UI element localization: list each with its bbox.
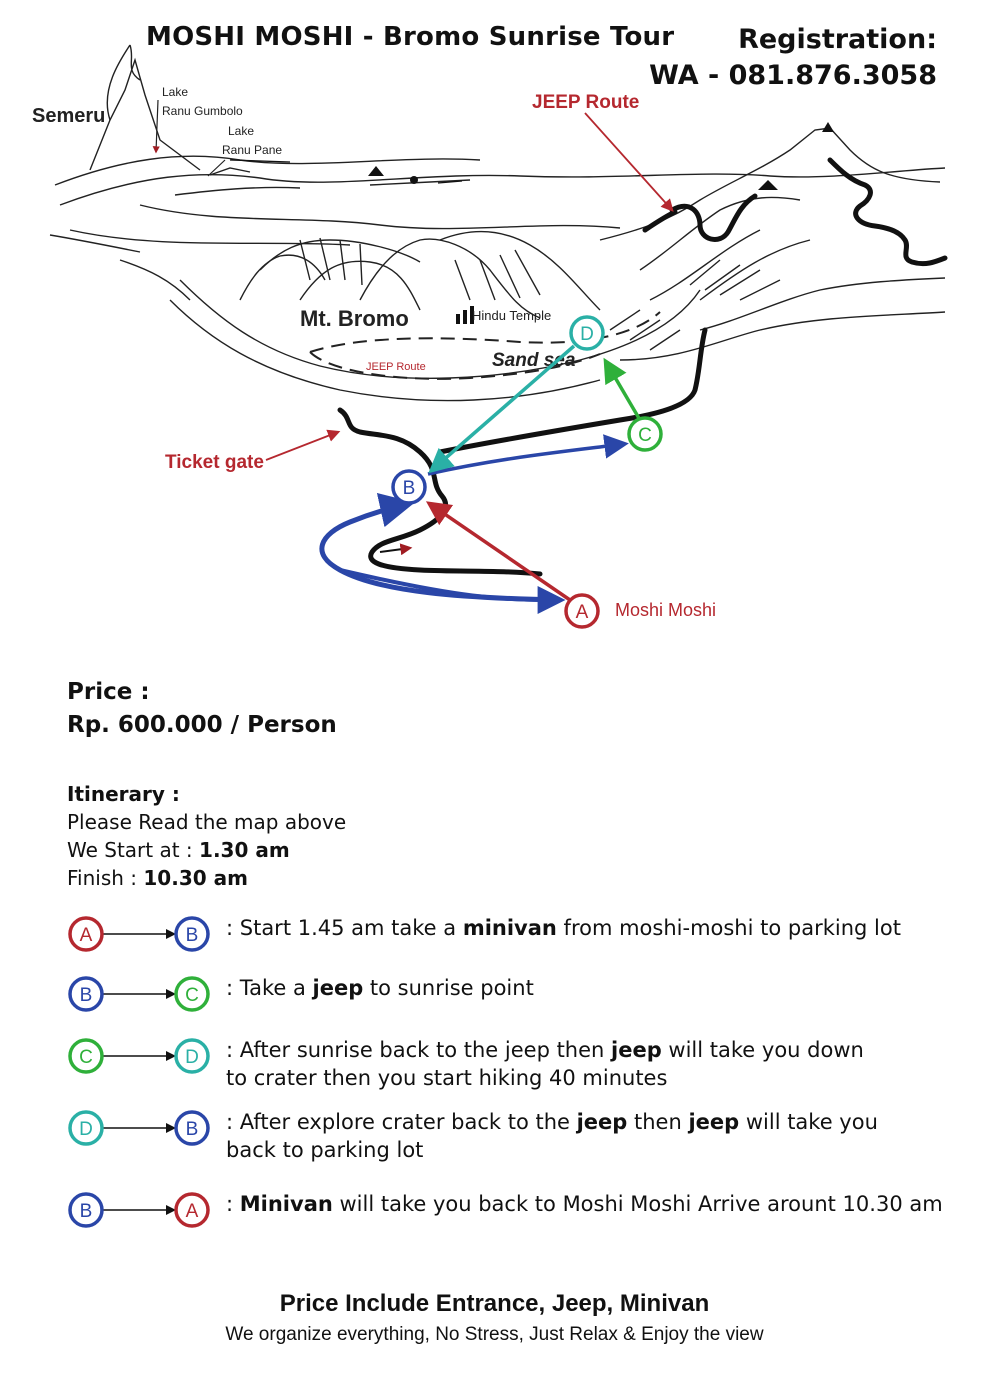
label-sand-sea: Sand sea xyxy=(492,350,576,371)
svg-text:C: C xyxy=(185,985,199,1006)
svg-text:B: B xyxy=(403,478,416,499)
itinerary-heading: Itinerary : xyxy=(67,782,180,806)
svg-text:D: D xyxy=(580,324,594,345)
label-lake-2: Lake xyxy=(228,124,254,138)
road-arrow xyxy=(379,543,413,556)
shelter-icons xyxy=(368,122,834,190)
registration-label: Registration: xyxy=(738,24,937,55)
price-label: Price : xyxy=(67,679,150,705)
svg-text:A: A xyxy=(576,602,589,623)
bromo-route-map: Semeru Lake Ranu Gumbolo Lake Ranu Pane … xyxy=(32,44,948,629)
tagline: We organize everything, No Stress, Just … xyxy=(225,1324,764,1345)
label-jeep-route-top: JEEP Route xyxy=(532,92,639,113)
route-point-c: C xyxy=(627,416,663,452)
route-point-b: B xyxy=(391,469,427,505)
registration-contact: WA - 081.876.3058 xyxy=(649,60,937,91)
itinerary-start: We Start at : 1.30 am xyxy=(67,838,290,862)
svg-text:B: B xyxy=(186,925,199,946)
label-ranu-gumbolo: Ranu Gumbolo xyxy=(162,104,243,118)
itinerary-block: Itinerary : Please Read the map above We… xyxy=(67,780,346,892)
road-sketch xyxy=(337,157,948,577)
itinerary-finish: Finish : 10.30 am xyxy=(67,866,248,890)
temple-icon xyxy=(456,306,474,324)
label-ticket-gate: Ticket gate xyxy=(165,452,264,473)
svg-text:C: C xyxy=(638,425,652,446)
route-green-c-d xyxy=(603,357,642,421)
svg-text:D: D xyxy=(185,1047,199,1068)
svg-text:B: B xyxy=(80,985,93,1006)
label-moshi-moshi: Moshi Moshi xyxy=(615,600,716,620)
finish-time: 10.30 am xyxy=(143,866,248,890)
svg-text:B: B xyxy=(80,1201,93,1222)
svg-text:A: A xyxy=(80,925,93,946)
page-title: MOSHI MOSHI - Bromo Sunrise Tour xyxy=(146,22,675,52)
svg-text:D: D xyxy=(79,1119,93,1140)
route-point-d: D xyxy=(569,315,605,351)
label-lake-1: Lake xyxy=(162,85,188,99)
price-value: Rp. 600.000 / Person xyxy=(67,712,337,738)
step-description: : Minivan will take you back to Moshi Mo… xyxy=(226,1192,943,1216)
route-point-a: A xyxy=(564,593,600,629)
label-semeru: Semeru xyxy=(32,105,105,127)
route-red-a-b xyxy=(425,501,571,602)
svg-text:C: C xyxy=(79,1047,93,1068)
step-description: : Take a jeep to sunrise point xyxy=(226,976,534,1000)
svg-text:B: B xyxy=(186,1119,199,1140)
step-description: : Start 1.45 am take a minivan from mosh… xyxy=(226,916,901,940)
terrain-sketch xyxy=(49,44,946,402)
price-block: Price : Rp. 600.000 / Person xyxy=(67,676,337,742)
start-time: 1.30 am xyxy=(199,838,290,862)
label-mt-bromo: Mt. Bromo xyxy=(300,306,409,331)
price-include-heading: Price Include Entrance, Jeep, Minivan xyxy=(279,1290,710,1317)
label-hindu-temple: Hindu Temple xyxy=(472,308,551,323)
label-jeep-route-small: JEEP Route xyxy=(366,361,426,373)
itinerary-note: Please Read the map above xyxy=(67,810,347,834)
label-ranu-pane: Ranu Pane xyxy=(222,143,282,157)
step-description: : After sunrise back to the jeep then je… xyxy=(226,1038,864,1090)
svg-text:A: A xyxy=(186,1201,199,1222)
route-teal-d-b xyxy=(428,344,576,474)
jeep-route-dashed xyxy=(309,311,661,380)
step-description: : After explore crater back to the jeep … xyxy=(226,1110,878,1162)
registration-block: Registration: WA - 081.876.3058 xyxy=(649,22,937,94)
